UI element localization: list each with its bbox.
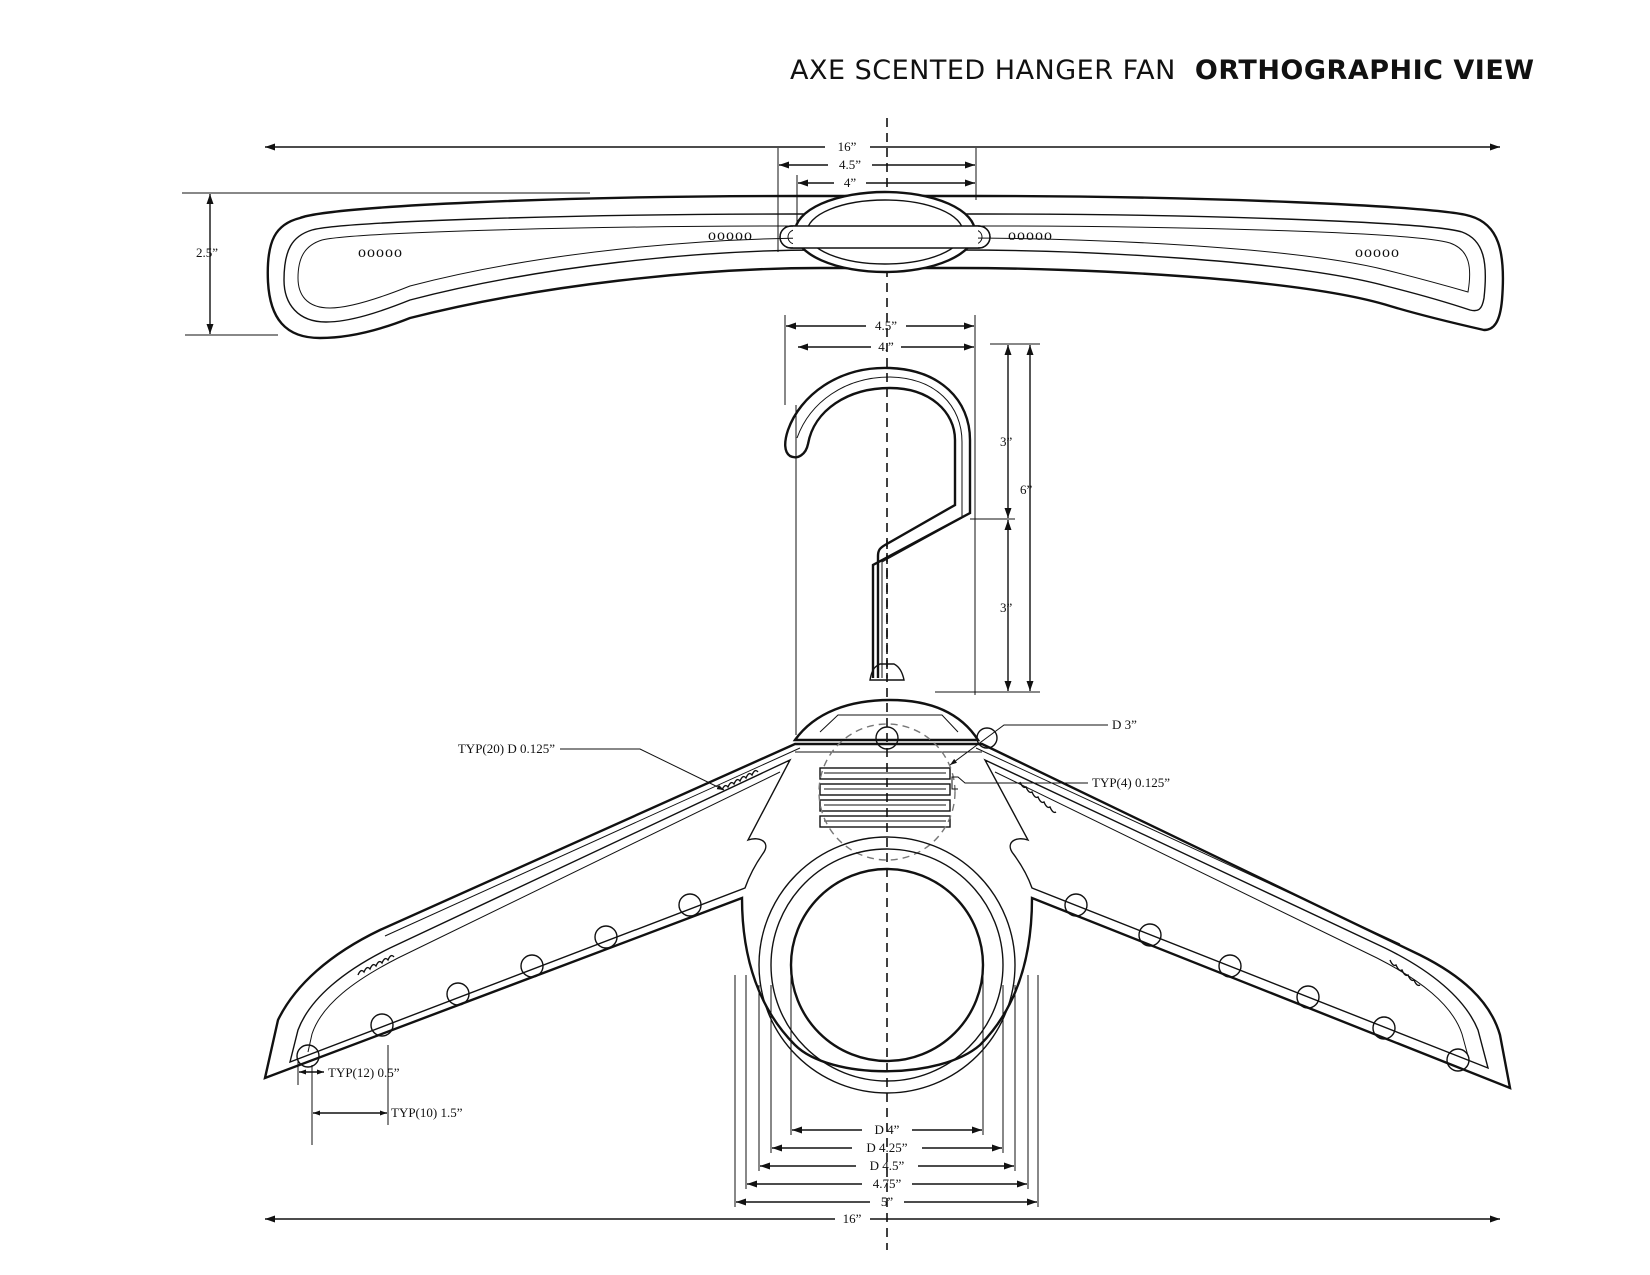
hook-neck [869,663,905,681]
fan-vent-slots [819,767,951,828]
left-grip-bumps [721,769,759,791]
title-bold: ORTHOGRAPHIC VIEW [1195,55,1535,86]
vent-dots-left-outer: ooooo [358,244,403,261]
callout-fan-diameter: D 3” [1112,717,1137,732]
callout-hole-spacing: TYP(12) 0.5” [328,1065,400,1080]
bottom-width-dimension: 16” [265,1211,1500,1226]
dim-ring-5-label: 5” [881,1194,894,1209]
dim-hook-4-label: 4.” [878,339,894,354]
vent-dots-left-inner: ooooo [708,227,753,244]
top-view-hub-band [779,225,991,249]
ring-dimensions: D 4” D 4.25” D 4.5” 4.75” 5” [734,965,1039,1209]
right-grip-bumps-lower [1389,959,1421,987]
dim-hook-45-label: 4.5” [875,318,897,333]
left-arm-inner [288,758,792,1064]
callout-grip-holes: TYP(20) D 0.125” [458,741,555,756]
title-light: AXE SCENTED HANGER FAN [790,55,1176,86]
dim-hook-lower-label: 3” [1000,600,1013,615]
dim-top-4-label: 4” [844,175,857,190]
callouts: TYP(20) D 0.125” D 3” TYP(4) 0.125” TYP(… [297,717,1170,1145]
dim-depth-label: 2.5” [196,245,218,260]
callout-vent-slots: TYP(4) 0.125” [1092,775,1170,790]
top-view: ooooo ooooo ooooo ooooo 16” 4.5” 4” 2.5” [182,139,1505,340]
fan-hidden-circle [818,723,956,861]
right-arm-holes [1064,893,1470,1072]
right-arm-inner [983,758,1490,1070]
hook-outline [784,366,972,678]
dim-ring-475-label: 4.75” [873,1176,902,1191]
hook-inner-line [796,376,963,678]
drawing-title: AXE SCENTED HANGER FAN ORTHOGRAPHIC VIEW [790,55,1535,86]
callout-hole-pitch: TYP(10) 1.5” [391,1105,463,1120]
hub-knob [976,727,998,749]
dim-top-45-label: 4.5” [839,157,861,172]
right-grip-bumps [1019,781,1057,814]
dim-top-16-label: 16” [838,139,857,154]
top-view-outline [266,194,1505,340]
dim-bottom-16-label: 16” [843,1211,862,1226]
top-view-rim [283,213,1487,323]
left-arm-inner-2 [307,771,781,1053]
vent-dots-right-outer: ooooo [1355,244,1400,261]
dim-ring-d4-label: D 4” [875,1122,900,1137]
ring-mid [770,848,1004,1082]
hub-cap [792,698,981,742]
hook [784,366,972,681]
dim-ring-d45-label: D 4.5” [870,1158,905,1173]
left-grip-bumps-lower [357,954,395,976]
hook-dimensions: 4.5” 4.” 3” 3” 6” [784,315,1040,735]
dim-hook-upper-label: 3” [1000,434,1013,449]
left-arm-holes [296,893,702,1068]
hub-cap-inner [819,714,959,733]
dim-ring-d425-label: D 4.25” [866,1140,907,1155]
hanger-outline [263,742,1512,1090]
ring-outer [758,836,1016,1094]
right-arm-inner-2 [994,771,1469,1057]
dim-hook-total-label: 6” [1020,482,1033,497]
vent-dots-right-inner: ooooo [1008,227,1053,244]
hub-cap-screw [875,726,899,750]
